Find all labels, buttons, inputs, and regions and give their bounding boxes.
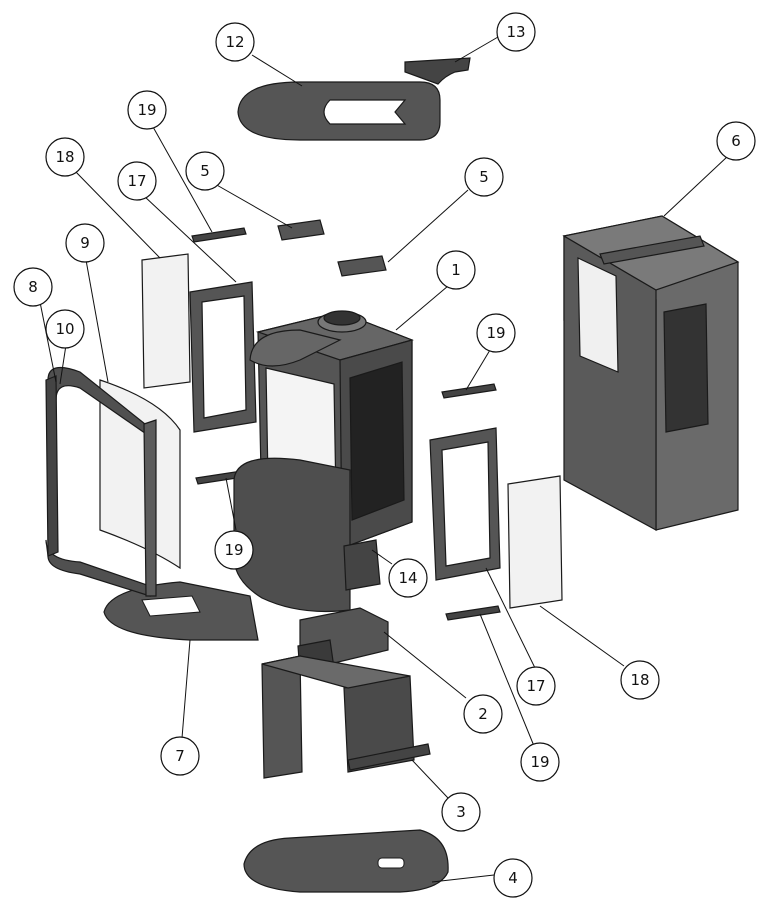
leader-19b [465,349,491,391]
leader-4 [431,874,495,883]
callout-12: 12 [215,22,255,62]
callout-19c: 19 [214,530,254,570]
svg-text:1: 1 [451,261,461,279]
leader-14 [371,549,393,565]
leader-17a [143,195,237,283]
callout-5b: 5 [464,157,504,197]
svg-text:8: 8 [28,278,38,296]
part-door-frame-left [189,281,257,433]
part-small-plate-lower [337,255,387,277]
svg-text:14: 14 [398,569,417,587]
callout-17b: 17 [516,666,556,706]
part-top-cover [404,57,471,85]
callout-2: 2 [463,694,503,734]
svg-text:5: 5 [479,168,489,186]
svg-text:19: 19 [486,324,505,342]
svg-text:6: 6 [731,132,741,150]
svg-text:12: 12 [225,33,244,51]
leader-2 [383,631,467,699]
callout-8: 8 [13,267,53,307]
part-outer-casing [562,215,740,532]
callout-18a: 18 [45,137,85,177]
svg-text:19: 19 [137,101,156,119]
leader-6 [663,155,729,217]
callout-4: 4 [493,858,533,898]
leader-7 [181,639,191,739]
svg-text:4: 4 [508,869,518,887]
callout-5a: 5 [185,151,225,191]
callout-3: 3 [441,792,481,832]
leader-13 [454,36,499,63]
callout-1: 1 [436,250,476,290]
svg-text:18: 18 [630,671,649,689]
leader-19d [479,613,535,747]
part-door-frame-right [429,427,501,581]
callout-19a: 19 [127,90,167,130]
part-top-plate [237,81,441,141]
callout-9: 9 [65,223,105,263]
svg-text:19: 19 [224,541,243,559]
callout-19d: 19 [520,742,560,782]
svg-text:2: 2 [478,705,488,723]
leader-12 [251,54,303,87]
svg-text:7: 7 [175,747,185,765]
callout-14: 14 [388,558,428,598]
callout-10: 10 [45,309,85,349]
leader-10 [59,344,67,385]
leader-18a [73,169,161,259]
svg-text:9: 9 [80,234,90,252]
part-curved-door [45,366,157,597]
callout-18b: 18 [620,660,660,700]
part-strip-lower-right [445,605,501,621]
part-bottom-plate [243,829,449,893]
part-strip-upper-left [191,227,247,243]
callout-7: 7 [160,736,200,776]
callout-6: 6 [716,121,756,161]
part-bracket [343,539,381,591]
svg-text:10: 10 [55,320,74,338]
leader-1 [395,285,449,331]
svg-text:5: 5 [200,162,210,180]
part-curved-glass [99,379,181,570]
leader-19a [147,117,213,233]
callout-19b: 19 [476,313,516,353]
part-glass-panel-right [507,475,563,609]
svg-text:3: 3 [456,803,466,821]
leader-9 [85,259,109,383]
leader-18b [539,605,625,667]
svg-text:18: 18 [55,148,74,166]
svg-text:17: 17 [526,677,545,695]
part-base-plate-cutout [141,595,201,617]
callout-17a: 17 [117,161,157,201]
callout-13: 13 [496,12,536,52]
svg-text:19: 19 [530,753,549,771]
leader-19c [225,477,237,531]
part-small-plate-upper [277,219,325,241]
leader-3 [411,759,449,799]
part-lower-chassis [261,655,431,779]
part-curved-base [233,457,351,613]
leader-5a [214,183,293,229]
part-glass-panel-left [141,253,191,389]
leader-8 [39,301,57,383]
part-strip-upper-right [441,383,497,399]
svg-text:17: 17 [127,172,146,190]
leader-17b [485,567,537,671]
leader-5b [387,189,469,263]
svg-text:13: 13 [506,23,525,41]
